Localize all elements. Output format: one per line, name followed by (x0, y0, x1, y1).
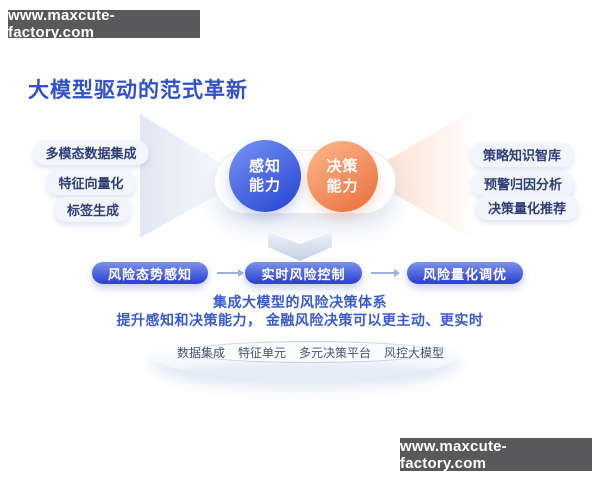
right-feature-pill: 决策量化推荐 (475, 195, 579, 220)
watermark-badge-top: www.maxcute-factory.com (8, 7, 200, 41)
right-arrow-icon (371, 269, 400, 277)
decision-label-line1: 决策 (326, 158, 359, 175)
flow-step-pill: 风险态势感知 (92, 262, 208, 284)
right-arrow-icon (217, 269, 244, 277)
summary-line-2: 提升感知和决策能力， 金融风险决策可以更主动、更实时 (116, 312, 484, 328)
perception-capability-circle: 感知 能力 (229, 140, 301, 212)
platform-shadow (178, 364, 432, 380)
platform-module-label: 多元决策平台 (299, 345, 372, 360)
decision-capability-circle: 决策 能力 (307, 141, 378, 212)
page-title: 大模型驱动的范式革新 (28, 79, 248, 102)
watermark-text: www.maxcute-factory.com (400, 437, 507, 472)
perception-label-line1: 感知 (248, 157, 281, 175)
right-feature-pill: 策略知识智库 (470, 142, 574, 167)
right-feature-pill: 预警归因分析 (471, 171, 575, 196)
perception-label-line2: 能力 (248, 177, 281, 194)
decision-label-line2: 能力 (326, 177, 359, 195)
flow-step-pill: 风险量化调优 (407, 262, 523, 284)
flow-step-pill: 实时风险控制 (245, 262, 362, 284)
platform-module-label: 数据集成 (176, 345, 225, 360)
summary-line-1: 集成大模型的风险决策体系 (213, 294, 387, 310)
platform-module-label: 风控大模型 (384, 345, 445, 360)
chevron-down-icon (268, 232, 332, 261)
watermark-text: www.maxcute-factory.com (8, 7, 115, 41)
left-feature-pill: 特征向量化 (46, 170, 136, 195)
watermark-badge-bottom: www.maxcute-factory.com (400, 437, 592, 472)
left-feature-pill: 多模态数据集成 (33, 140, 149, 165)
platform-module-label: 特征单元 (237, 345, 286, 360)
left-feature-pill: 标签生成 (54, 197, 132, 222)
platform-modules: 数据集成 特征单元 多元决策平台 风控大模型 (177, 341, 444, 363)
